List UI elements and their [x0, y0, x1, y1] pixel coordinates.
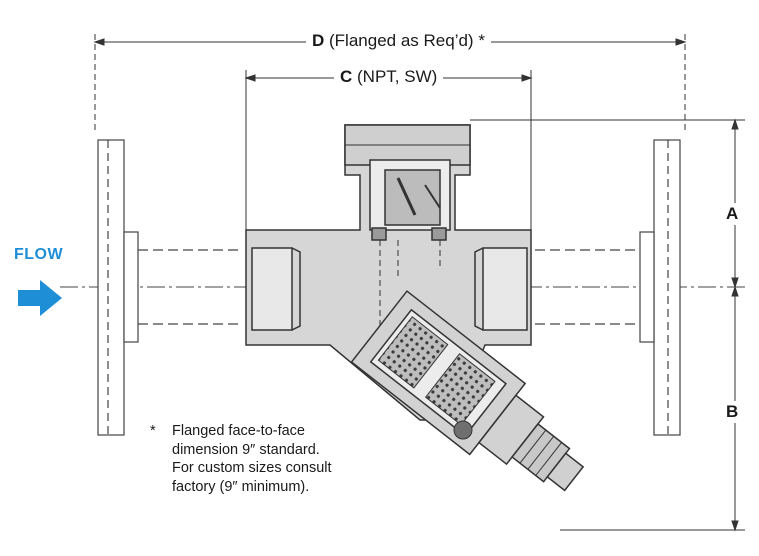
footnote-line: dimension 9″ standard.	[172, 441, 320, 458]
footnote-line: factory (9″ minimum).	[172, 478, 310, 495]
dimension-d-text: (Flanged as Req’d) *	[329, 31, 485, 50]
dimension-c-text: (NPT, SW)	[357, 67, 438, 86]
footnote-marker: *	[150, 423, 156, 439]
dimension-b-label: B	[722, 401, 743, 423]
dimension-d-letter: D	[312, 31, 325, 50]
blowdown-ball	[453, 420, 473, 440]
flow-arrow-icon	[18, 280, 62, 316]
footnote-line: Flanged face-to-face	[172, 423, 305, 439]
footnote-text: Flanged face-to-face dimension 9″ standa…	[172, 422, 392, 496]
dimension-d-label: D (Flanged as Req’d) *	[306, 31, 491, 51]
dimension-c-letter: C	[340, 67, 353, 86]
dimension-c-label: C (NPT, SW)	[334, 67, 444, 87]
dimension-a-label: A	[722, 203, 743, 225]
flow-label: FLOW	[14, 246, 64, 263]
dimension-ab-line	[470, 118, 745, 532]
strainer-leg	[350, 290, 585, 492]
footnote-line: For custom sizes consult	[172, 460, 332, 476]
left-flange	[97, 139, 240, 436]
right-flange	[535, 139, 681, 436]
